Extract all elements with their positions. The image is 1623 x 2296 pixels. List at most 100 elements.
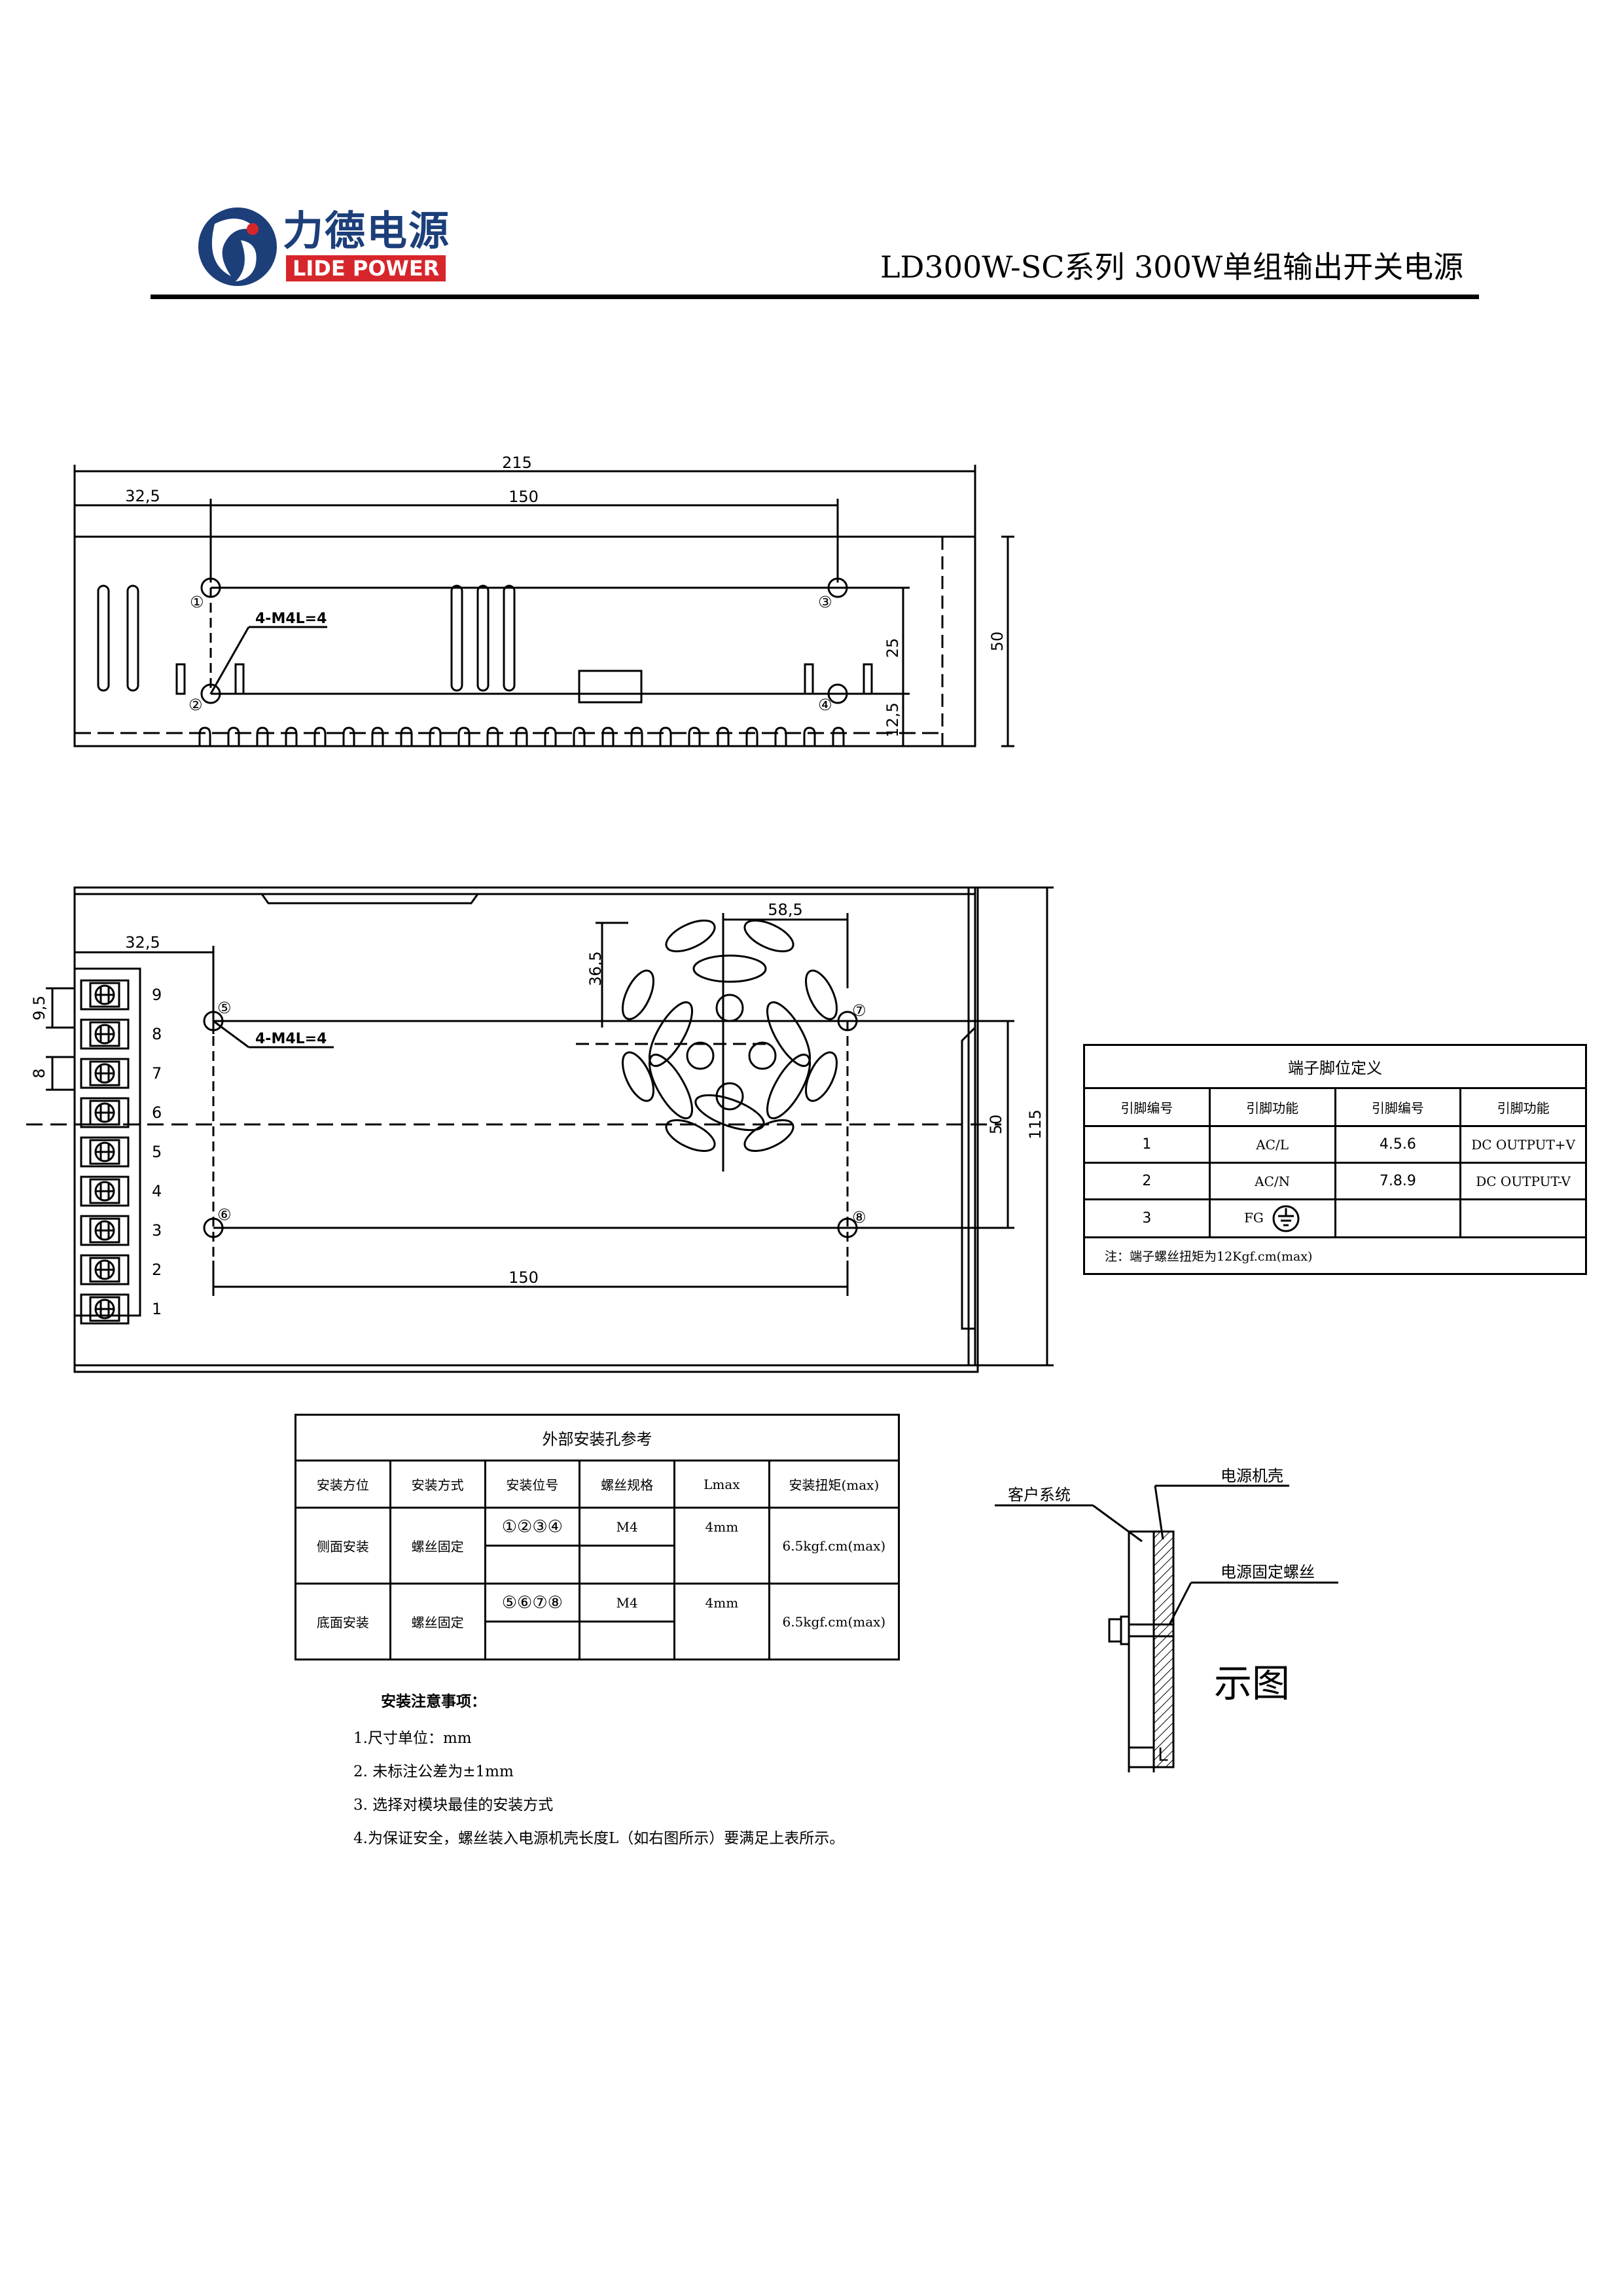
pin-header-2: 引脚功能 — [1208, 1087, 1336, 1127]
note-item: 1.尺寸单位：mm — [353, 1730, 472, 1747]
terminal-number: 8 — [152, 1025, 162, 1043]
terminal-screw — [80, 1136, 130, 1168]
mount-header: 螺丝规格 — [579, 1460, 675, 1509]
pin-cell: AC/L — [1208, 1125, 1336, 1164]
diagram-caption: 示图 — [1214, 1661, 1290, 1706]
terminal-number: 2 — [152, 1261, 162, 1279]
mount-cell: 4mm — [673, 1583, 770, 1660]
vent-slot — [285, 726, 298, 746]
hole-label-1: ① — [190, 593, 204, 611]
label-fixing-screw: 电源固定螺丝 — [1221, 1563, 1315, 1581]
mount-cell: ⑤⑥⑦⑧ — [484, 1583, 581, 1623]
pin-header-1: 引脚编号 — [1083, 1087, 1211, 1127]
mount-table: 外部安装孔参考 安装方位 安装方式 安装位号 螺丝规格 Lmax 安装扭矩(ma… — [294, 1414, 901, 1660]
terminal-number: 6 — [152, 1103, 162, 1122]
terminal-screw — [80, 1018, 130, 1050]
side-view-drawing: 215 32,5 150 25 12,5 50 4-M4L=4 ① ② ③ ④ — [73, 454, 1014, 747]
pin-cell: DC OUTPUT+V — [1459, 1125, 1587, 1164]
vent-slot — [544, 726, 557, 746]
label-L: L — [1158, 1744, 1168, 1765]
ground-icon — [1272, 1205, 1300, 1232]
top-dim-50: 50 — [987, 1115, 1005, 1135]
pin-table-note: 注：端子螺丝扭矩为12Kgf.cm(max) — [1083, 1236, 1587, 1275]
vent-slot — [227, 726, 240, 746]
pin-header-4: 引脚功能 — [1459, 1087, 1587, 1127]
pin-cell: 3 — [1083, 1198, 1211, 1238]
top-callout: 4-M4L=4 — [255, 1031, 327, 1047]
side-callout: 4-M4L=4 — [255, 611, 327, 627]
mount-cell: 6.5kgf.cm(max) — [768, 1507, 901, 1585]
mount-cell: 侧面安装 — [294, 1507, 391, 1585]
mount-cell: ①②③④ — [484, 1507, 581, 1547]
hole-label-6: ⑥ — [217, 1206, 232, 1224]
mount-header: 安装方位 — [294, 1460, 391, 1509]
vent-slot — [717, 726, 730, 746]
pin-cell: 7.8.9 — [1334, 1162, 1462, 1200]
mount-header: 安装方式 — [389, 1460, 486, 1509]
hole-label-7: ⑦ — [852, 1001, 866, 1020]
screw-length-diagram: 客户系统 电源机壳 电源固定螺丝 L 示图 — [995, 1467, 1338, 1772]
vent-slot — [659, 726, 672, 746]
side-dim-25: 25 — [883, 638, 902, 658]
top-dim-offset: 32,5 — [125, 933, 160, 952]
terminal-screw — [80, 1293, 130, 1325]
top-dim-36-5: 36,5 — [586, 951, 605, 986]
vent-slot — [342, 726, 355, 746]
terminal-number: 7 — [152, 1064, 162, 1083]
side-dim-span: 150 — [508, 488, 539, 506]
vent-slot — [774, 726, 787, 746]
mount-table-title: 外部安装孔参考 — [294, 1414, 900, 1462]
vent-slot — [803, 726, 816, 746]
top-dim-8: 8 — [30, 1068, 48, 1078]
terminal-screw — [80, 1175, 130, 1207]
notes-title: 安装注意事项： — [381, 1693, 486, 1710]
terminal-screw — [80, 1254, 130, 1285]
pin-cell: AC/N — [1208, 1162, 1336, 1200]
mount-header: 安装位号 — [484, 1460, 581, 1509]
hole-label-5: ⑤ — [217, 999, 232, 1017]
top-view-drawing: 32,5 58,5 36,5 9,5 8 150 50 115 4-M4L=4 … — [26, 886, 1054, 1373]
vent-slot — [371, 726, 384, 746]
note-item: 3. 选择对模块最佳的安装方式 — [353, 1797, 554, 1814]
hole-label-4: ④ — [818, 696, 832, 714]
hole-label-8: ⑧ — [852, 1208, 866, 1227]
terminal-screw — [80, 979, 130, 1011]
mount-cell: 螺丝固定 — [389, 1583, 486, 1660]
vent-slot — [457, 726, 471, 746]
vent-slot — [400, 726, 413, 746]
terminal-number: 9 — [152, 986, 162, 1004]
hole-label-3: ③ — [818, 593, 832, 611]
side-dim-12-5: 12,5 — [883, 702, 902, 737]
pin-cell — [1334, 1198, 1462, 1238]
mount-cell: 6.5kgf.cm(max) — [768, 1583, 901, 1660]
vent-slot — [630, 726, 643, 746]
pin-cell — [1459, 1198, 1587, 1238]
side-dim-50: 50 — [988, 632, 1007, 652]
pin-cell: DC OUTPUT-V — [1459, 1162, 1587, 1200]
mount-cell: 螺丝固定 — [389, 1507, 486, 1585]
pin-header-3: 引脚编号 — [1334, 1087, 1462, 1127]
install-notes: 安装注意事项： 1.尺寸单位：mm 2. 未标注公差为±1mm 3. 选择对模块… — [353, 1689, 1139, 1859]
terminal-number: 4 — [152, 1182, 162, 1200]
side-dim-offset: 32,5 — [125, 487, 160, 505]
mount-cell: 4mm — [673, 1507, 770, 1585]
pin-cell: 4.5.6 — [1334, 1125, 1462, 1164]
page-title: LD300W-SC系列 300W单组输出开关电源 — [880, 249, 1464, 285]
vent-slot — [573, 726, 586, 746]
mount-header: Lmax — [673, 1460, 770, 1509]
terminal-number: 3 — [152, 1221, 162, 1240]
lide-logo-mark — [198, 207, 277, 286]
vent-slot — [832, 726, 845, 746]
label-customer-system: 客户系统 — [1008, 1486, 1071, 1504]
note-item: 4.为保证安全，螺丝装入电源机壳长度L（如右图所示）要满足上表所示。 — [353, 1830, 845, 1847]
terminal-number: 5 — [152, 1143, 162, 1161]
vent-slot — [688, 726, 701, 746]
vent-slot — [601, 726, 615, 746]
pin-table: 端子脚位定义 引脚编号 引脚功能 引脚编号 引脚功能 1 AC/L 4.5.6 … — [1083, 1044, 1587, 1275]
mount-cell: M4 — [579, 1507, 675, 1547]
terminal-screw — [80, 1097, 130, 1128]
mount-header: 安装扭矩(max) — [768, 1460, 901, 1509]
mount-cell: 底面安装 — [294, 1583, 391, 1660]
top-dim-58-5: 58,5 — [768, 901, 802, 919]
note-item: 2. 未标注公差为±1mm — [353, 1763, 514, 1780]
